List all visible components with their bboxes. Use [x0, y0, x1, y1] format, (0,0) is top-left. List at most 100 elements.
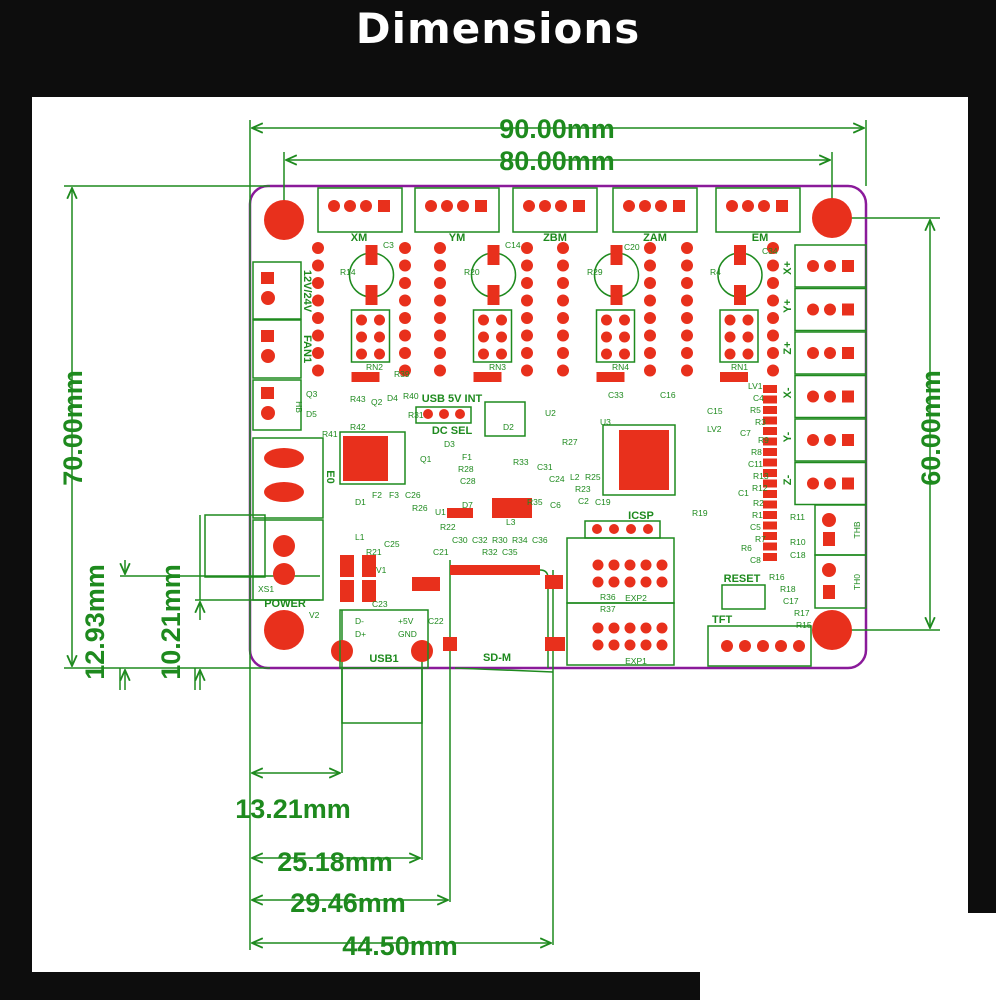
- connector-pin: [261, 406, 275, 420]
- component-label: C11: [748, 459, 763, 469]
- component-label: C36: [532, 535, 548, 545]
- driver-pin: [681, 242, 693, 254]
- driver-pin: [767, 294, 779, 307]
- connector-pin: [539, 200, 551, 212]
- header-pin: [640, 576, 652, 588]
- driver-pin: [521, 312, 533, 324]
- dim-29-46mm: 29.46mm: [290, 888, 406, 918]
- header-pin: [624, 622, 636, 634]
- component-label: R18: [780, 584, 796, 594]
- connector-pin: [842, 390, 854, 403]
- component-label: U1: [435, 507, 446, 517]
- component-label: R19: [692, 508, 708, 518]
- component-label: R20: [464, 267, 480, 277]
- label-xm: XM: [351, 232, 368, 244]
- passive-pad: [763, 385, 777, 393]
- component-label: C22: [428, 616, 444, 626]
- driver-pin: [681, 312, 693, 324]
- connector-pin: [742, 200, 754, 212]
- connector-pin: [824, 303, 836, 316]
- connector-pin: [807, 477, 819, 490]
- mounting-holes: [264, 198, 852, 662]
- passive-pad: [763, 395, 777, 404]
- component-label: C21: [433, 547, 449, 557]
- label-zbm: ZBM: [543, 232, 567, 244]
- generated-pads: [261, 187, 867, 652]
- driver-pin: [434, 347, 446, 359]
- driver-pin: [312, 277, 324, 289]
- pot-pad: [734, 245, 746, 265]
- label-y-minus: Y-: [782, 431, 794, 442]
- component-label: C30: [452, 535, 468, 545]
- driver-pin: [767, 259, 779, 272]
- driver-pin: [521, 242, 533, 254]
- jumper-pin: [619, 314, 630, 326]
- driver-pin: [557, 312, 569, 324]
- driver-pin: [399, 242, 411, 254]
- component-label: C28: [460, 476, 476, 486]
- motor-connector: [715, 187, 801, 233]
- jumper-pin: [496, 314, 507, 326]
- resistor-network: [720, 372, 748, 382]
- motor-connector: [414, 187, 500, 233]
- icsp-pin: [609, 524, 619, 534]
- component-label: R11: [790, 512, 805, 522]
- label-zam: ZAM: [643, 232, 667, 244]
- jumper-pin: [439, 409, 449, 419]
- jumper-pin: [601, 348, 612, 360]
- dimension-lines: [72, 128, 930, 943]
- component-label: R13: [753, 471, 769, 481]
- jumper-pin: [742, 331, 754, 343]
- connector-pin: [261, 387, 274, 399]
- driver-pin: [399, 259, 411, 272]
- component-label: C19: [595, 497, 611, 507]
- icsp-pin: [643, 524, 653, 534]
- driver-pin: [644, 347, 656, 359]
- component-label: C23: [372, 599, 388, 609]
- component-label: RN2: [366, 362, 383, 372]
- header-pin: [608, 622, 620, 634]
- label-e0: E0: [324, 470, 336, 483]
- connector-pin: [842, 303, 854, 316]
- driver-pin: [644, 242, 656, 254]
- jumper-pin: [455, 409, 465, 419]
- driver-pin: [312, 294, 324, 307]
- connector-pin: [824, 260, 836, 272]
- tft-pin: [739, 640, 751, 652]
- component-label: C35: [502, 547, 518, 557]
- component-label: C20: [624, 242, 640, 252]
- label-usb-dminus: D-: [355, 616, 364, 626]
- passive-pad: [763, 542, 777, 551]
- component-label: F1: [462, 452, 472, 462]
- connector-pin: [842, 260, 854, 272]
- component-label: R1: [752, 510, 763, 520]
- pot-pad: [365, 285, 378, 305]
- component-label: R15: [796, 620, 812, 630]
- jumper-pin: [356, 314, 367, 326]
- label-hb: HB: [294, 401, 304, 413]
- component-label: C32: [472, 535, 488, 545]
- header-pin: [640, 622, 652, 634]
- driver-pin: [644, 259, 656, 272]
- label-power: POWER: [264, 598, 306, 610]
- driver-pin: [434, 294, 446, 307]
- component-label: L1: [355, 532, 365, 542]
- driver-pin: [399, 347, 411, 359]
- microstep-jumper: [350, 309, 391, 363]
- component-label: R28: [458, 464, 474, 474]
- driver-pin: [521, 277, 533, 289]
- header-pin: [608, 576, 620, 588]
- jumper-pin: [374, 348, 385, 360]
- component-label: R17: [794, 608, 810, 618]
- component-label: C33: [608, 390, 624, 400]
- connector-pin: [673, 200, 685, 212]
- component-label: LV2: [707, 424, 722, 434]
- resistor-network: [351, 372, 380, 382]
- component-label: C16: [660, 390, 676, 400]
- component-label: D7: [462, 500, 473, 510]
- driver-pin: [557, 294, 569, 307]
- component-label: R30: [492, 535, 508, 545]
- component-label: U2: [545, 408, 556, 418]
- driver-pin: [681, 294, 693, 307]
- connector-pin: [824, 390, 836, 403]
